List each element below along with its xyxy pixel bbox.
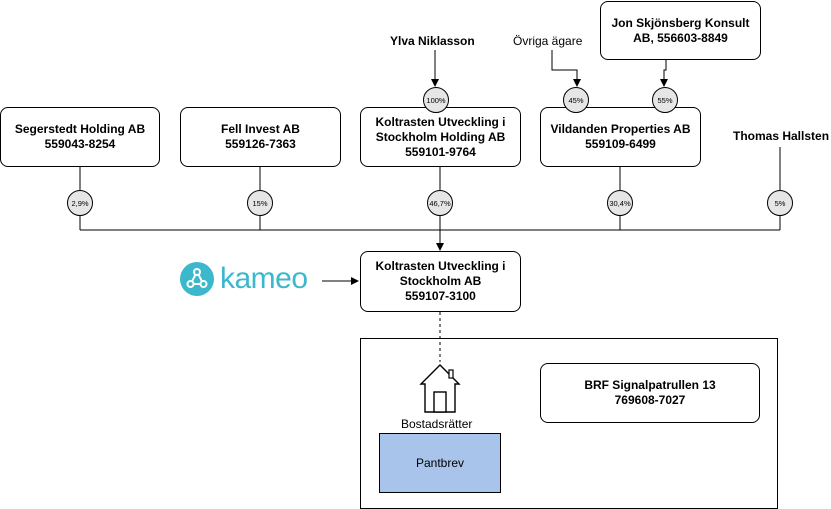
holding-line2: Stockholm Holding AB [375, 129, 506, 144]
brf-box: BRF Signalpatrullen 13 769608-7027 [540, 363, 760, 423]
holding-orgnr: 559101-9764 [405, 144, 476, 159]
brf-name: BRF Signalpatrullen 13 [584, 378, 716, 392]
segerstedt-name: Segerstedt Holding AB [14, 122, 146, 136]
holding-line1: Koltrasten Utveckling i [375, 114, 506, 129]
ylva-share-circle: 100% [423, 87, 449, 113]
vildanden-orgnr: 559109-6499 [585, 137, 656, 151]
koltrasten-holding-box: Koltrasten Utveckling i Stockholm Holdin… [360, 107, 521, 167]
ovriga-label: Övriga ägare [513, 34, 583, 48]
target-orgnr: 559107-3100 [405, 289, 476, 303]
target-line1: Koltrasten Utveckling i [375, 259, 506, 273]
jon-box: Jon Skjönsberg Konsult AB, 556603-8849 [600, 1, 761, 60]
ovriga-share-circle: 45% [563, 87, 589, 113]
segerstedt-box: Segerstedt Holding AB 559043-8254 [0, 107, 160, 167]
thomas-label: Thomas Hallsten [733, 129, 830, 143]
kameo-logo-text: kameo [220, 262, 308, 295]
vildanden-share-circle: 30,4% [607, 190, 633, 216]
ylva-label: Ylva Niklasson [390, 34, 475, 48]
ovriga-arrow [551, 50, 581, 87]
house-icon [419, 364, 461, 413]
fell-share-circle: 15% [247, 190, 273, 216]
segerstedt-orgnr: 559043-8254 [44, 137, 116, 151]
bostadsratter-label: Bostadsrätter [401, 417, 473, 431]
vildanden-box: Vildanden Properties AB 559109-6499 [540, 107, 701, 167]
holding-share-circle: 46,7% [427, 190, 453, 216]
jon-arrow [660, 60, 668, 87]
jon-share-circle: 55% [652, 87, 678, 113]
fell-orgnr: 559126-7363 [225, 137, 296, 151]
segerstedt-share-circle: 2,9% [67, 190, 93, 216]
kameo-logo: kameo [180, 262, 308, 296]
vildanden-name: Vildanden Properties AB [550, 122, 691, 136]
koltrasten-target-box: Koltrasten Utveckling i Stockholm AB 559… [360, 251, 521, 312]
jon-line1: Jon Skjönsberg Konsult [611, 15, 750, 30]
thomas-share-circle: 5% [767, 190, 793, 216]
pantbrev-box: Pantbrev [379, 433, 501, 493]
brf-orgnr: 769608-7027 [614, 393, 686, 407]
target-line2: Stockholm AB [399, 274, 482, 288]
fell-name: Fell Invest AB [221, 122, 300, 136]
kameo-logo-icon [180, 262, 214, 296]
fell-box: Fell Invest AB 559126-7363 [180, 107, 341, 167]
jon-line2: AB, 556603-8849 [633, 30, 728, 45]
